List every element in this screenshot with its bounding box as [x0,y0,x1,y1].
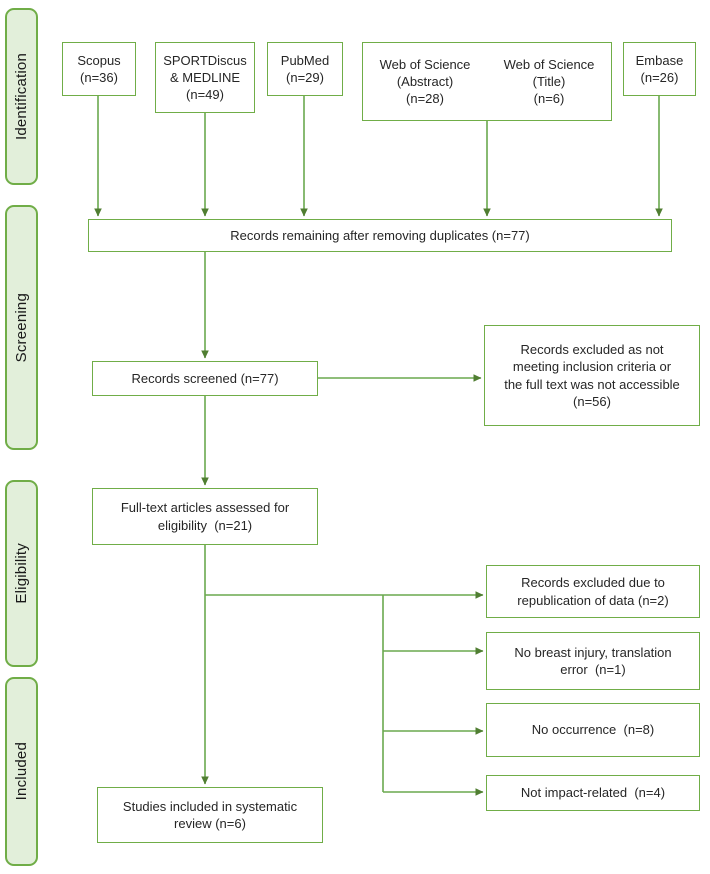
stage-screening: Screening [5,205,38,450]
box-scopus: Scopus (n=36) [62,42,136,96]
box-records-screened: Records screened (n=77) [92,361,318,396]
box-studies-included: Studies included in systematic review (n… [97,787,323,843]
box-excluded-no-occurrence: No occurrence (n=8) [486,703,700,757]
stage-identification: Identification [5,8,38,185]
box-pubmed: PubMed (n=29) [267,42,343,96]
box-wos-title: Web of Science (Title) (n=6) [503,56,595,107]
box-excluded-not-impact-related: Not impact-related (n=4) [486,775,700,811]
stage-eligibility-label: Eligibility [13,543,30,604]
stage-eligibility: Eligibility [5,480,38,667]
box-excluded-no-breast-injury: No breast injury, translation error (n=1… [486,632,700,690]
box-embase: Embase (n=26) [623,42,696,96]
stage-screening-label: Screening [13,292,30,363]
stage-included: Included [5,677,38,866]
box-excluded-republication: Records excluded due to republication of… [486,565,700,618]
box-fulltext-assessed: Full-text articles assessed for eligibil… [92,488,318,545]
stage-included-label: Included [13,742,30,801]
box-wos-abstract: Web of Science (Abstract) (n=28) [379,56,471,107]
box-records-remaining: Records remaining after removing duplica… [88,219,672,252]
stage-identification-label: Identification [13,52,30,141]
box-excluded-inclusion-criteria: Records excluded as not meeting inclusio… [484,325,700,426]
box-web-of-science: Web of Science (Abstract) (n=28) Web of … [362,42,612,121]
box-sportdiscus-medline: SPORTDiscus & MEDLINE (n=49) [155,42,255,113]
